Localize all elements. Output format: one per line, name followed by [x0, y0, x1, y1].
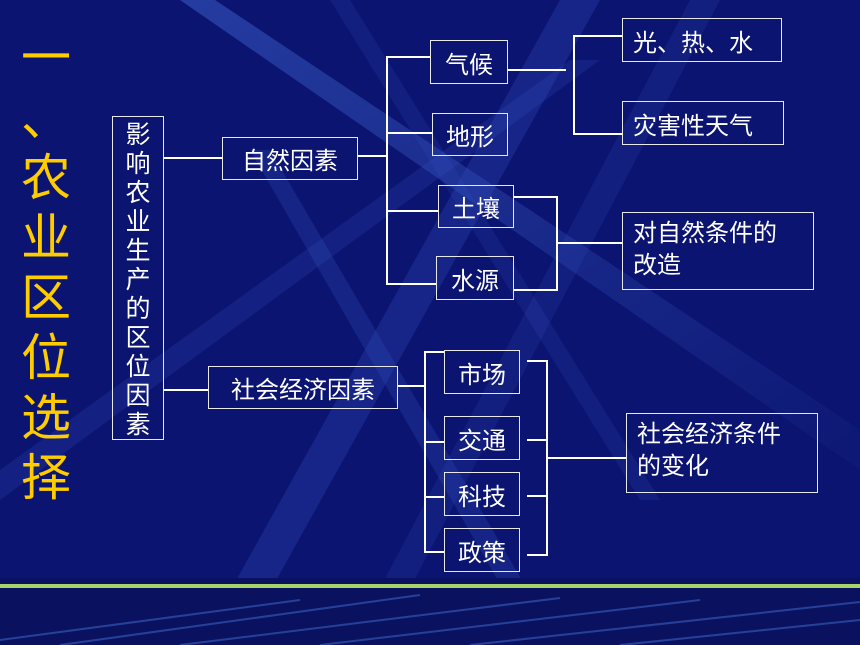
title-char: 区	[21, 269, 71, 327]
title-char: 、	[21, 89, 71, 147]
root-char: 素	[125, 410, 151, 439]
root-node: 影 响 农 业 生 产 的 区 位 因 素	[112, 116, 164, 440]
title-char: 选	[21, 389, 71, 447]
root-char: 生	[125, 236, 151, 265]
root-char: 响	[125, 149, 151, 178]
social-change-node: 社会经济条件 的变化	[626, 413, 818, 493]
technology-node: 科技	[444, 472, 520, 516]
title-char: 一	[21, 29, 71, 87]
terrain-node: 地形	[432, 113, 508, 156]
natural-modification-line: 对自然条件的	[633, 219, 777, 247]
title-char: 农	[21, 149, 71, 207]
light-heat-water-node: 光、热、水	[622, 18, 782, 62]
root-char: 产	[125, 265, 151, 294]
policy-node: 政策	[444, 528, 520, 572]
root-char: 的	[125, 294, 151, 323]
climate-node: 气候	[430, 40, 508, 84]
disaster-weather-node: 灾害性天气	[622, 101, 784, 145]
root-char: 因	[125, 381, 151, 410]
slide-title: 一 、 农 业 区 位 选 择	[14, 28, 78, 508]
natural-modification-line: 改造	[633, 251, 681, 279]
social-change-line: 社会经济条件	[637, 420, 781, 448]
market-node: 市场	[444, 350, 520, 394]
root-char: 影	[125, 120, 151, 149]
social-economic-factors-node: 社会经济因素	[208, 366, 398, 409]
root-char: 区	[125, 323, 151, 352]
title-char: 业	[21, 209, 71, 267]
title-char: 位	[21, 329, 71, 387]
soil-node: 土壤	[438, 185, 514, 228]
natural-factors-node: 自然因素	[222, 137, 358, 180]
natural-modification-node: 对自然条件的 改造	[622, 212, 814, 290]
water-node: 水源	[436, 256, 514, 300]
root-char: 业	[125, 207, 151, 236]
title-char: 择	[21, 449, 71, 507]
root-char: 位	[125, 352, 151, 381]
root-char: 农	[125, 178, 151, 207]
social-change-line: 的变化	[637, 452, 709, 480]
transport-node: 交通	[444, 416, 520, 460]
